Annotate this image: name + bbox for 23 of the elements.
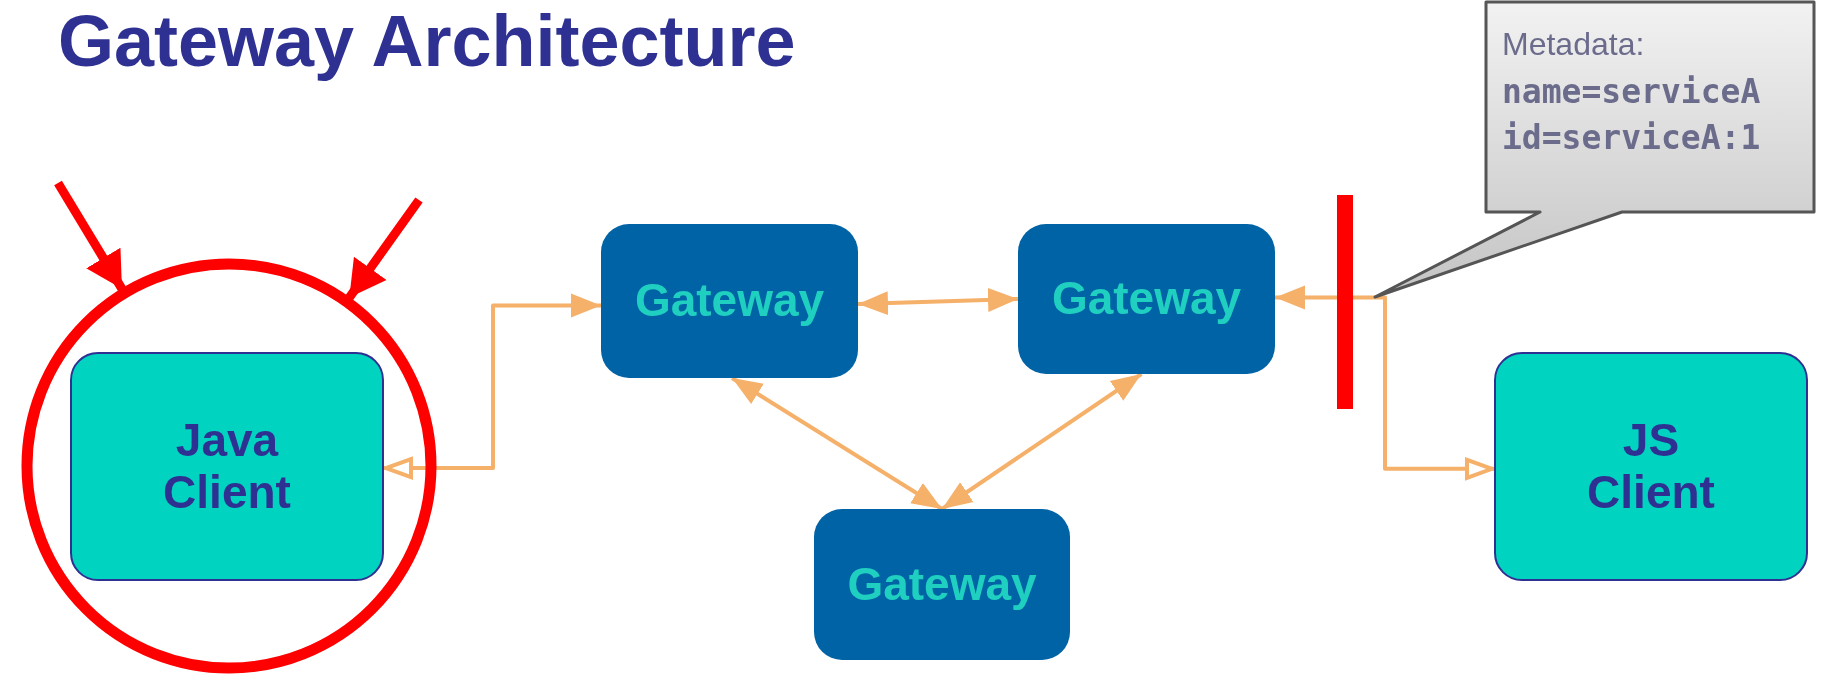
node-label: Java Client	[162, 415, 292, 518]
client-box	[1494, 352, 1808, 581]
node-label: JS Client	[1586, 415, 1716, 518]
arrow	[940, 372, 1143, 511]
diagram-title: Gateway Architecture	[58, 0, 796, 82]
node-label: Gateway	[634, 275, 825, 327]
arrow	[1275, 285, 1494, 480]
code-text: id=serviceA:1	[1502, 118, 1761, 157]
pointer-arrow	[54, 180, 126, 292]
gateway-box	[814, 509, 1070, 660]
client-box	[70, 352, 384, 581]
gateway-box	[601, 224, 858, 378]
arrow	[857, 287, 1019, 316]
code-text: name=serviceA	[1502, 72, 1761, 111]
node-label: Gateway	[847, 558, 1037, 611]
gateway-box	[1018, 224, 1275, 374]
highlight-circle	[22, 259, 436, 673]
callout-heading: Metadata:	[1502, 26, 1645, 63]
node-label: Gateway	[1051, 273, 1242, 325]
pointer-arrow	[345, 197, 423, 301]
blocking-bar	[1337, 195, 1353, 409]
arrow	[384, 293, 601, 480]
arrow	[731, 376, 944, 511]
